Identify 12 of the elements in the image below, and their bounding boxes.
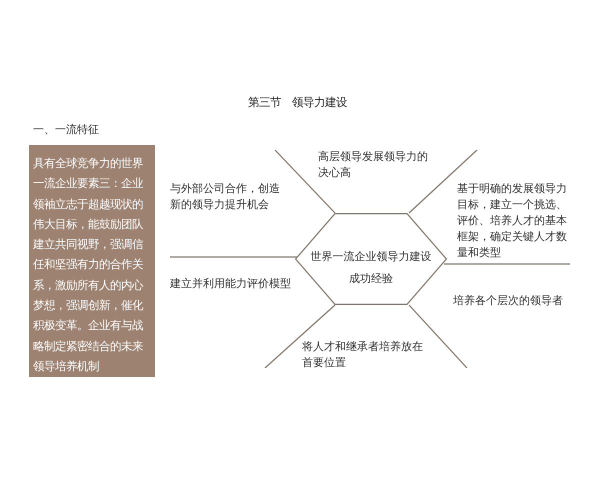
- sector-text: 建立并利用能力评价模型: [170, 276, 291, 292]
- sector-text: 高层领导发展领导力的决心高: [318, 149, 429, 181]
- page-title: 第三节 领导力建设: [248, 94, 347, 110]
- feature-card: [29, 145, 155, 377]
- hexagon-node: [295, 213, 447, 305]
- sector-text: 与外部公司合作，创造新的领导力提升机会: [170, 181, 281, 212]
- section-heading: 一、一流特征: [33, 122, 99, 138]
- card-text: 具有全球竞争力的世界一流企业要素三：企业领袖立志于超越现状的伟大目标，能鼓励团队建立共同视野，强调信任和坚强有力的合作关系，激励所有人的内心梦想，强调创新，催化积极变革。企业有与战略制定紧密结合的未来领导培养机制: [33, 155, 144, 375]
- sector-text: 培养各个层次的领导者: [453, 293, 563, 309]
- sector-text: 将人才和继承者培养放在首要位置: [302, 339, 424, 371]
- node-text: 世界一流企业领导力建设成功经验: [310, 249, 432, 287]
- sector-text: 基于明确的发展领导力目标，建立一个挑选、评价、培养人才的基本框架，确定关键人才数量和类型: [457, 181, 568, 261]
